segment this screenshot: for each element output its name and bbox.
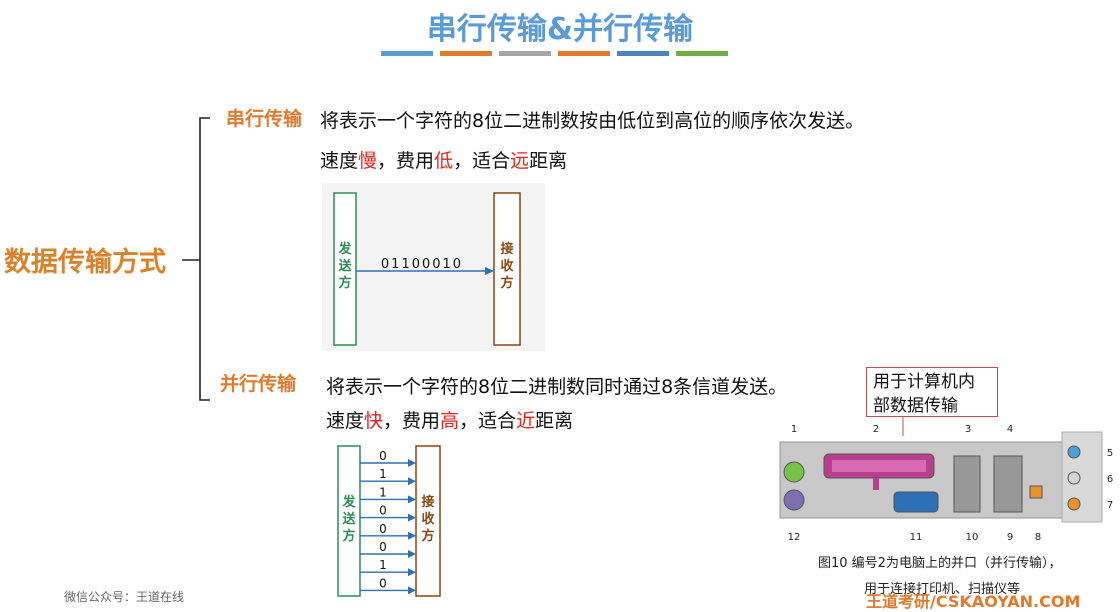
serial-cost-value: 低 [434, 150, 454, 172]
port-number-label: 6 [1107, 474, 1113, 485]
page-title: 串行传输&并行传输 [426, 12, 694, 47]
serial-receiver-box [493, 192, 521, 346]
port-number-label: 9 [1007, 532, 1013, 543]
ps2-port-green [783, 461, 805, 483]
parallel-properties: 速度快，费用高，适合近距离 [326, 406, 573, 433]
port-number-label: 4 [1007, 424, 1013, 435]
port-number-label: 7 [1107, 500, 1113, 511]
parallel-speed-prefix: 速度 [326, 410, 365, 432]
parallel-channel-bit: 0 [379, 522, 387, 536]
stripe-2 [440, 51, 492, 56]
port-number-label: 3 [965, 424, 971, 435]
port-number-label: 11 [910, 532, 923, 543]
serial-heading: 串行传输 [226, 108, 303, 130]
serial-speed-prefix: 速度 [320, 150, 359, 172]
port-number-label: 8 [1035, 532, 1041, 543]
serial-distance-value: 远 [510, 150, 530, 172]
usb-stack-2 [993, 455, 1023, 513]
serial-properties: 速度慢，费用低，适合远距离 [320, 146, 567, 173]
port-number-label: 2 [873, 424, 879, 435]
parallel-channel-arrowhead [408, 513, 416, 522]
serial-description: 将表示一个字符的8位二进制数按由低位到高位的顺序依次发送。 [320, 110, 865, 132]
parallel-channel-arrowhead [408, 568, 416, 577]
parallel-receiver-label: 接收方 [421, 494, 435, 544]
stripe-1 [381, 51, 433, 56]
footer-left: 微信公众号：王道在线 [64, 590, 185, 604]
parallel-cost-prefix: ，费用 [383, 410, 441, 432]
parallel-channel-bit: 1 [379, 467, 387, 481]
parallel-channel-arrowhead [408, 495, 416, 504]
note-connector [902, 416, 904, 436]
parallel-channel-arrowhead [408, 531, 416, 540]
serial-receiver-label: 接收方 [500, 241, 514, 291]
parallel-distance-prefix: ，适合 [459, 410, 517, 432]
serial-cost-prefix: ，费用 [377, 150, 435, 172]
parallel-channel-bit: 1 [379, 558, 387, 572]
parallel-channel-arrowhead [408, 477, 416, 486]
parallel-channel-arrowhead [408, 586, 416, 595]
footer-right: 王道考研/CSKAOYAN.COM [866, 592, 1081, 611]
parallel-channel-arrowhead [408, 550, 416, 558]
audio-jack-green [1067, 471, 1081, 485]
serial-arrowhead [485, 267, 494, 275]
parallel-distance-value: 近 [516, 410, 536, 432]
stripe-4 [558, 51, 610, 56]
parallel-receiver-box [415, 445, 441, 597]
serial-distance-prefix: ，适合 [453, 150, 511, 172]
parallel-diagram: 发送方 接收方 0 1 1 0 0 0 1 0 [337, 445, 441, 597]
parallel-description: 将表示一个字符的8位二进制数同时通过8条信道发送。 [326, 376, 788, 398]
stripe-6 [676, 51, 728, 56]
photo-caption: 图10 编号2为电脑上的并口（并行传输）， [818, 556, 1062, 571]
parallel-channel-bit: 0 [379, 504, 387, 518]
parallel-cost-value: 高 [440, 410, 460, 432]
parallel-speed-value: 快 [364, 410, 384, 432]
port-number-label: 12 [788, 532, 801, 543]
port-number-label: 1 [791, 424, 797, 435]
parallel-channel-bit: 0 [379, 449, 387, 463]
serial-sender-label: 发送方 [337, 241, 352, 291]
note-box: 用于计算机内部数据传输 [866, 367, 998, 417]
parallel-port-pins [832, 460, 926, 472]
parallel-channel-bit: 0 [379, 576, 387, 590]
ps2-port-purple [783, 489, 805, 511]
serial-diagram: 发送方 接收方 01100010 [322, 183, 545, 351]
serial-sender-box [333, 192, 357, 346]
parallel-channel-arrowhead [408, 459, 416, 467]
audio-jack-blue [1067, 445, 1081, 459]
audio-jack-orange [1067, 497, 1081, 511]
serial-bits: 01100010 [381, 257, 463, 272]
firewire-port [1029, 485, 1043, 499]
serial-port [893, 491, 939, 513]
port-number-label: 5 [1107, 448, 1113, 459]
parallel-sender-label: 发送方 [341, 494, 356, 544]
stripe-5 [617, 51, 669, 56]
serial-speed-value: 慢 [358, 150, 378, 172]
port-number-label: 10 [966, 532, 979, 543]
usb-stack-1 [953, 455, 981, 513]
serial-distance-suffix: 距离 [529, 150, 568, 172]
tree-brace [182, 117, 210, 401]
parallel-channel-bit: 1 [379, 485, 387, 499]
root-label: 数据传输方式 [4, 247, 166, 278]
stripe-3 [499, 51, 551, 56]
parallel-distance-suffix: 距离 [535, 410, 574, 432]
parallel-sender-box [337, 445, 361, 597]
parallel-channel-bit: 0 [379, 540, 387, 554]
photo-caption-2: 用于连接打印机、扫描仪等 [864, 582, 1021, 597]
parallel-heading: 并行传输 [220, 373, 297, 395]
